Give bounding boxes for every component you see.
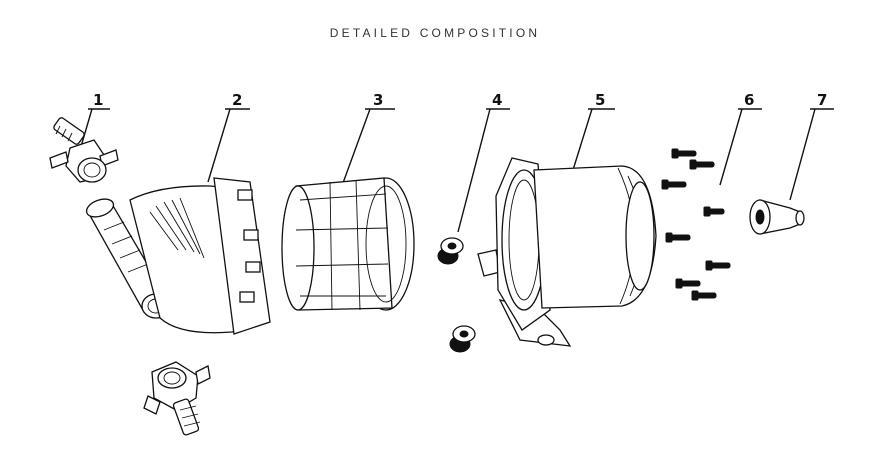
callout-1: 1 [79,91,110,151]
callout-6: 6 [719,91,762,186]
callout-2: 2 [207,91,250,183]
diagram-title: DETAILED COMPOSITION [329,26,541,40]
callout-number-1: 1 [93,91,103,109]
callout-number-6: 6 [744,91,754,109]
callout-number-3: 3 [373,91,383,109]
part-6-screws [661,148,731,301]
screw-3 [661,179,687,190]
screw-2 [689,159,715,170]
part-7-end-cap [749,199,805,235]
part-5-motor-housing [477,157,657,347]
callout-3: 3 [342,91,395,184]
callout-number-5: 5 [595,91,605,109]
screw-6 [705,260,731,271]
screw-4 [703,206,725,217]
screw-1 [671,148,697,159]
callout-number-4: 4 [492,91,502,109]
part-1-hose-connector-bottom [143,361,211,436]
part-1-hose-connector-top [49,117,119,183]
footer-mark: _ [431,439,439,450]
part-2-pump-head [85,177,271,335]
screw-7 [675,278,701,289]
screw-5 [665,232,691,243]
callout-number-7: 7 [817,91,827,109]
part-4-grommet-top [437,237,464,265]
part-3-filter-cage [281,177,415,311]
screw-8 [691,290,717,301]
part-4-grommet-bottom [449,325,476,353]
callout-4: 4 [457,91,510,233]
callout-number-2: 2 [232,91,242,109]
callout-7: 7 [789,91,834,201]
